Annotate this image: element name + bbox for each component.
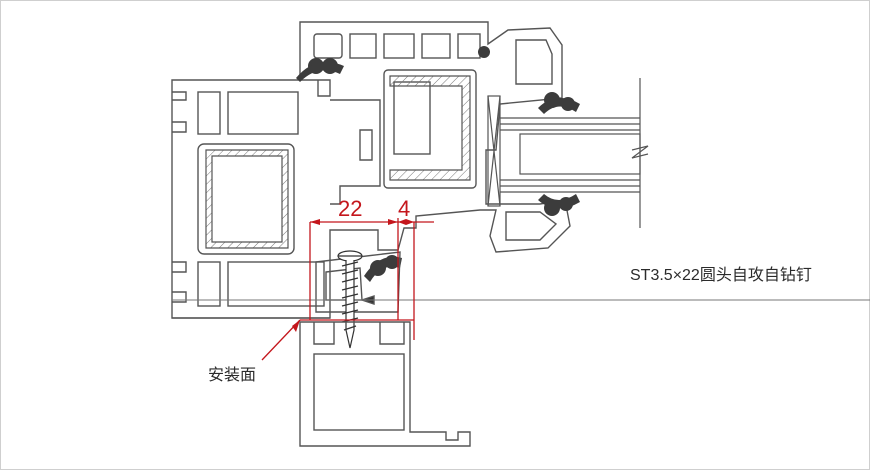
insulated-glass-unit [487,78,649,228]
self-drilling-screw [337,250,363,349]
steel-reinforcement [205,75,471,249]
dimension-4-label: 4 [398,196,411,221]
screw-callout: ST3.5×22圆头自攻自钻钉 [630,267,812,284]
sub-frame-profile [299,321,471,447]
dimension-arrowheads [292,219,414,332]
dimension-22-label: 22 [338,196,363,221]
rubber-gaskets [296,46,580,282]
mounting-face-callout: 安装面 [208,367,257,384]
